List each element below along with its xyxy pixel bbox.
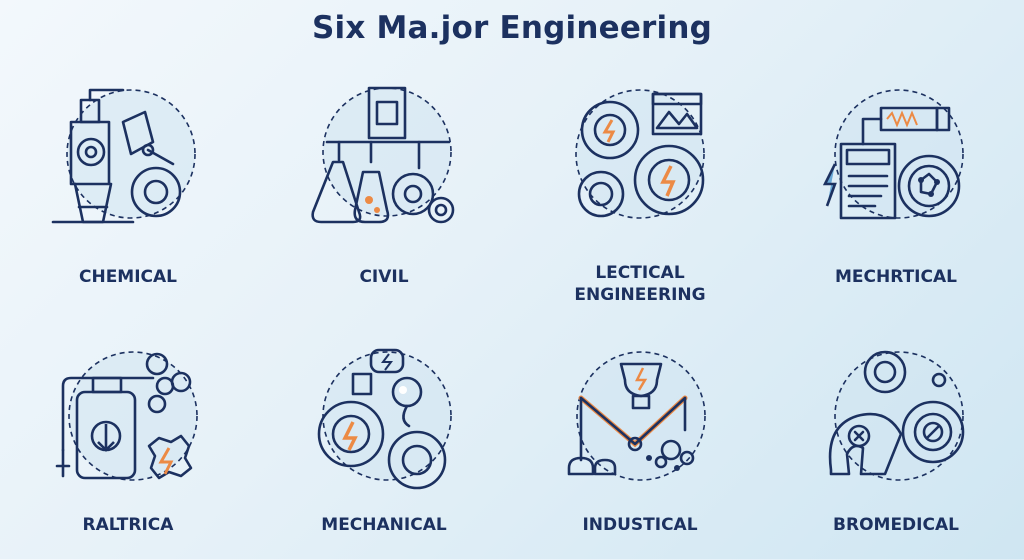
label-civil: CIVIL [359,267,409,287]
label-chemical: CHEMICAL [78,267,178,287]
robotic-arm-icon [567,351,706,481]
card-bromedical: BROMEDICAL [768,300,1024,560]
label-mechrtical: MECHRTICAL [835,267,957,287]
card-chemical: CHEMICAL [0,0,256,287]
card-mechrtical: MECHRTICAL [768,0,1024,287]
card-industical: INDUSTICAL [512,300,768,560]
pipeline-flask-icon [311,86,455,224]
label-bromedical: BROMEDICAL [833,515,959,535]
bulb-gears-icon [317,348,452,490]
card-raltrica: RALTRICA [0,300,256,560]
document-circuit-icon [822,89,964,220]
card-mechanical: MECHANICAL [256,300,512,560]
electric-gears-icon [575,89,705,219]
card-civil: CIVIL [256,0,512,287]
bio-gears-icon [828,350,965,481]
card-electrical: LECTICAL ENGINEERING [512,0,768,305]
chemical-plant-icon [51,88,196,224]
label-raltrica: RALTRICA [82,515,174,535]
label-industical: INDUSTICAL [582,515,698,535]
tank-gear-icon [55,351,198,481]
label-electrical: LECTICAL ENGINEERING [574,263,706,305]
page-title: Six Ma.jor Engineering [311,10,713,46]
label-mechanical: MECHANICAL [321,515,447,535]
